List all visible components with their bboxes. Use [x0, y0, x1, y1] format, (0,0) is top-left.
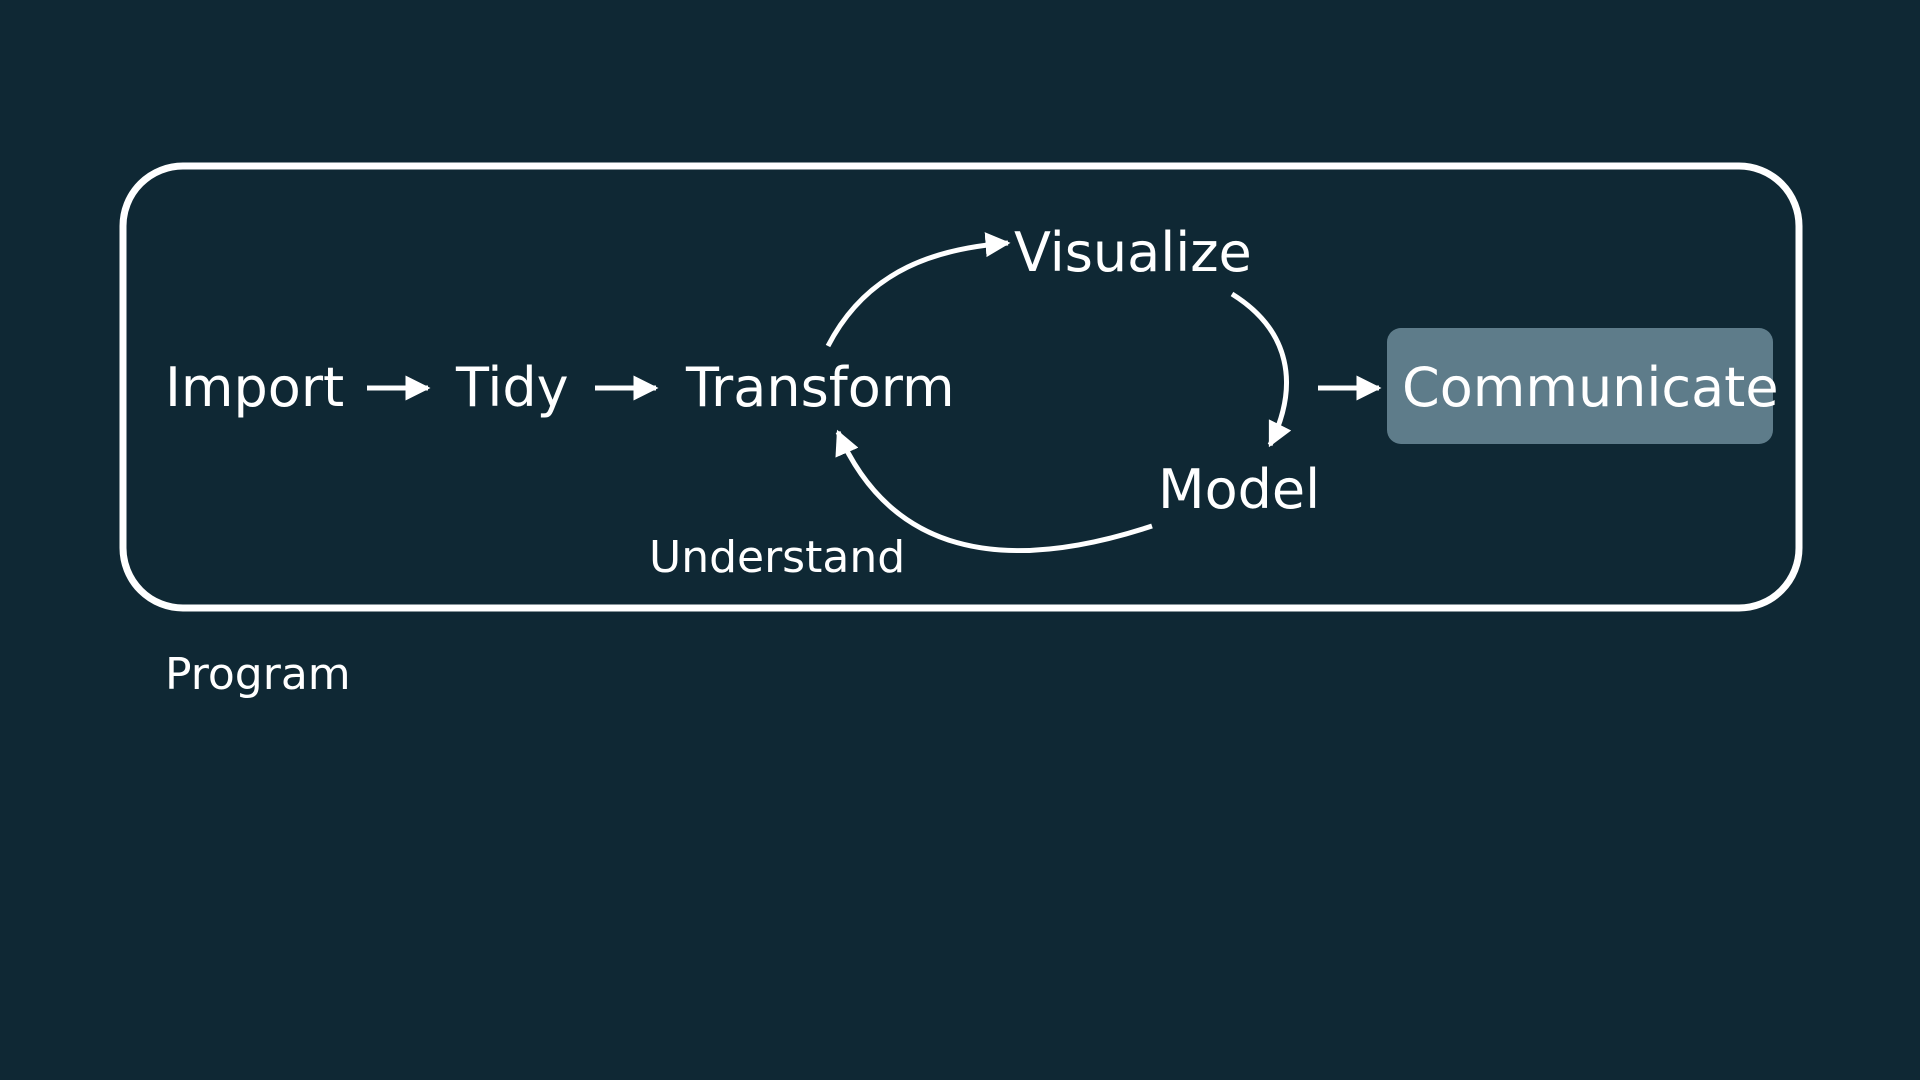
- label-program: Program: [165, 649, 351, 700]
- node-communicate: Communicate: [1402, 356, 1779, 419]
- understand-frame: [119, 162, 1803, 612]
- arrow-model-transform: [835, 429, 1153, 554]
- node-transform: Transform: [686, 356, 955, 419]
- node-import: Import: [165, 356, 345, 419]
- label-understand: Understand: [649, 532, 906, 583]
- node-tidy: Tidy: [456, 356, 569, 419]
- communicate-highlight: [1387, 328, 1773, 444]
- node-model: Model: [1158, 458, 1321, 521]
- arrow-visualize-model: [1230, 291, 1292, 448]
- node-visualize: Visualize: [1014, 221, 1252, 284]
- arrow-transform-visualize: [825, 232, 1011, 348]
